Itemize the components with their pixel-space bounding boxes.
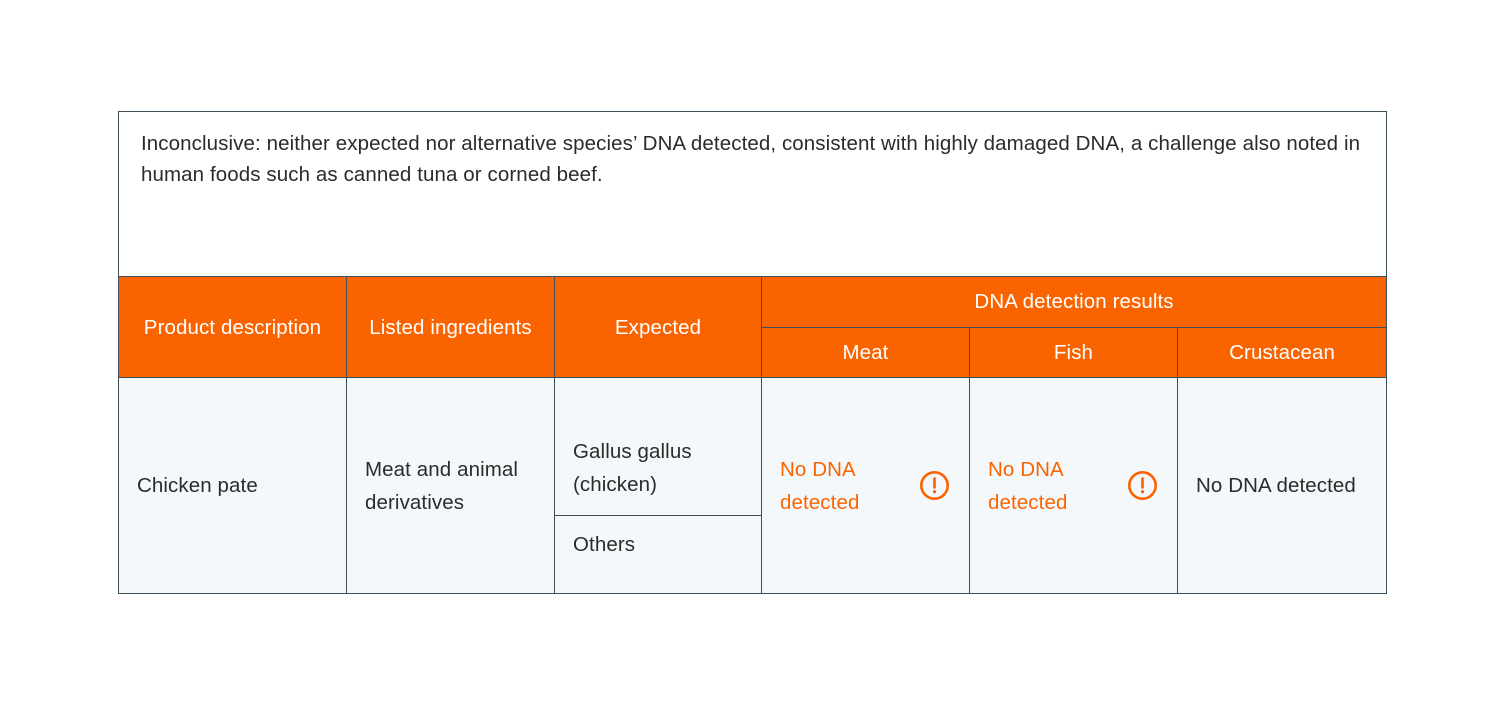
dna-results-table-container: Inconclusive: neither expected nor alter… — [117, 111, 1388, 595]
dna-results-table: Inconclusive: neither expected nor alter… — [117, 111, 1388, 595]
warning-circle-icon — [919, 471, 950, 501]
cell-result-crustacean: No DNA detected — [1176, 377, 1388, 594]
inconclusive-note: Inconclusive: neither expected nor alter… — [117, 111, 1388, 277]
cell-result-meat: No DNA detected — [761, 377, 970, 594]
table-header-row-primary: Product description Listed ingredients E… — [118, 275, 1388, 379]
result-text-fish: No DNA detected — [988, 457, 1068, 514]
cell-expected-primary: Gallus gallus (chicken) — [554, 377, 762, 516]
warning-circle-icon — [1127, 471, 1158, 501]
cell-expected-secondary: Others — [554, 514, 762, 595]
column-header-fish: Fish — [969, 326, 1178, 379]
cell-result-fish: No DNA detected — [969, 377, 1178, 594]
table-header-row-secondary: Meat Fish Crustacean — [119, 326, 1388, 379]
cell-product-description: Chicken pate — [118, 377, 347, 594]
result-text-crustacean: No DNA detected — [1196, 474, 1356, 498]
column-header-crustacean: Crustacean — [1176, 326, 1388, 379]
column-header-listed-ingredients: Listed ingredients — [346, 275, 555, 379]
column-header-product-description: Product description — [118, 275, 347, 379]
column-header-expected: Expected — [554, 275, 762, 379]
result-text-meat: No DNA detected — [780, 457, 860, 514]
column-header-group-dna-detection-results: DNA detection results — [760, 275, 1388, 328]
table-row-expected-secondary: Others — [119, 514, 1387, 595]
cell-listed-ingredients: Meat and animal derivatives — [346, 377, 555, 594]
table-caption-row: Inconclusive: neither expected nor alter… — [117, 111, 1388, 277]
column-header-meat: Meat — [761, 326, 970, 379]
table-row: Chicken pate Meat and animal derivatives… — [118, 377, 1388, 594]
